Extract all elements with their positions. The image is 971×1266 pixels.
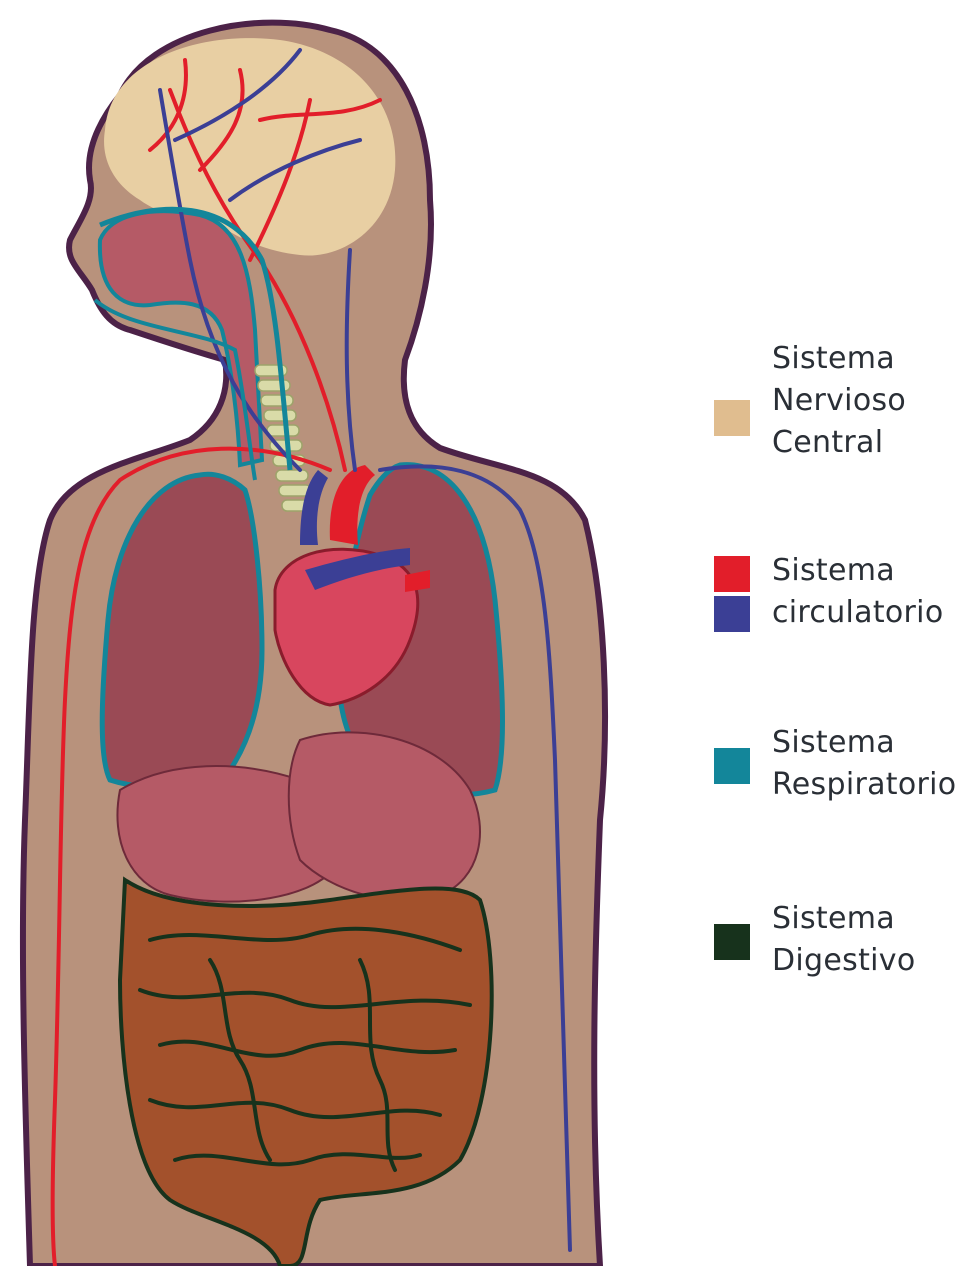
trachea-ring [261,395,293,406]
trachea-ring [267,425,299,436]
anatomy-illustration [0,0,700,1266]
legend-label-circulatorio: Sistema circulatorio [772,550,943,634]
swatch-circulatorio-venoso [714,596,750,632]
legend-line: Respiratorio [772,764,956,806]
swatch-circulatorio-arterial [714,556,750,592]
legend-line: Sistema [772,550,943,592]
legend-label-digestivo: Sistema Digestivo [772,898,915,982]
swatch-respiratorio [714,748,750,784]
swatch-nervioso [714,400,750,436]
legend-line: circulatorio [772,592,943,634]
trachea-ring [264,410,296,421]
legend-label-nervioso: Sistema Nervioso Central [772,338,906,464]
legend-line: Nervioso [772,380,906,422]
trachea-ring [276,470,308,481]
legend-line: Digestivo [772,940,915,982]
legend-line: Central [772,422,906,464]
legend-line: Sistema [772,722,956,764]
trachea-ring [258,380,290,391]
legend-label-respiratorio: Sistema Respiratorio [772,722,956,806]
legend-line: Sistema [772,898,915,940]
legend-line: Sistema [772,338,906,380]
swatch-digestivo [714,924,750,960]
